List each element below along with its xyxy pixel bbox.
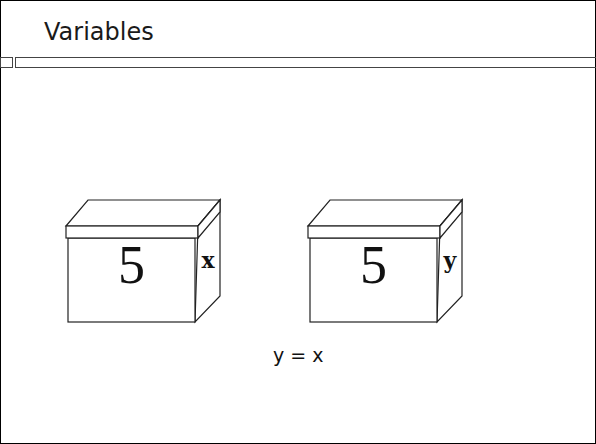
slide-title: Variables [44,18,154,46]
title-bar-left [1,58,13,68]
box: 5x [62,196,224,326]
box-value: 5 [70,240,193,290]
box: 5y [304,196,466,326]
title-bar [16,58,596,68]
equation-label: y = x [273,344,324,366]
box-value: 5 [312,240,435,290]
variable-name: y [439,242,461,278]
variable-name: x [197,242,219,278]
